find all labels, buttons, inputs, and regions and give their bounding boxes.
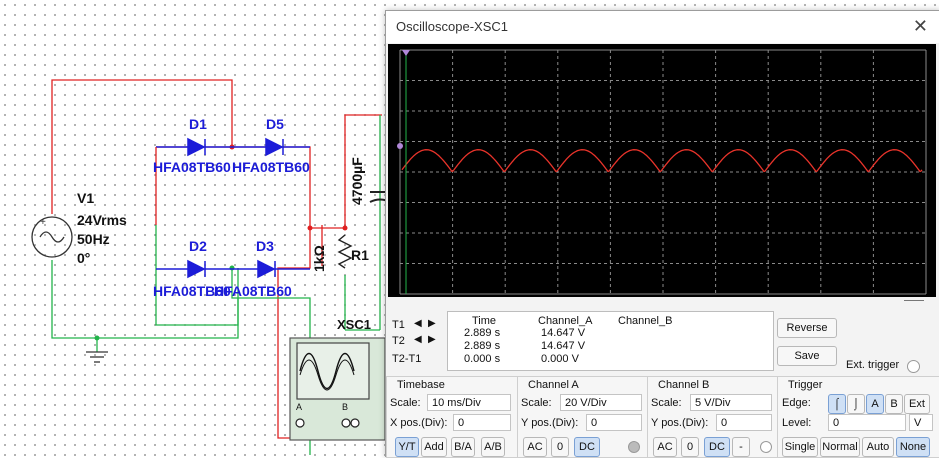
channel-a-marker	[397, 143, 403, 149]
falling-edge-icon[interactable]: ⌡	[847, 394, 865, 414]
channel-a-terminal[interactable]	[628, 441, 640, 453]
channel-b-terminal[interactable]	[760, 441, 772, 453]
ext-trigger-terminal[interactable]	[907, 360, 920, 373]
channel-a-title: Channel A	[528, 379, 579, 391]
diode-d5-name: D5	[266, 116, 284, 132]
t2-label: T2	[392, 335, 405, 347]
t1-left-arrow-icon[interactable]: ◀	[414, 318, 422, 329]
trigger-single-button[interactable]: Single	[782, 437, 818, 457]
t2-t1-channel-a: 0.000 V	[541, 353, 579, 365]
channel-a-ypos-label: Y pos.(Div):	[521, 417, 579, 429]
waveform-display	[397, 49, 927, 295]
channel-a-scale-field[interactable]: 20 V/Div	[560, 394, 642, 411]
trigger-none-button[interactable]: None	[896, 437, 930, 457]
close-icon[interactable]: ✕	[912, 16, 928, 36]
oscilloscope-screen[interactable]	[388, 44, 936, 297]
source-frequency: 50Hz	[77, 231, 110, 247]
timebase-panel: Timebase Scale: 10 ms/Div X pos.(Div): 0…	[386, 376, 519, 458]
header-channel-b: Channel_B	[618, 315, 673, 327]
mode-add-button[interactable]: Add	[421, 437, 447, 457]
timebase-scale-label: Scale:	[390, 397, 421, 409]
trigger-normal-button[interactable]: Normal	[820, 437, 860, 457]
t1-label: T1	[392, 319, 405, 331]
mode-yt-button[interactable]: Y/T	[395, 437, 419, 457]
t1-channel-a: 14.647 V	[541, 327, 586, 339]
oscilloscope-titlebar[interactable]: Oscilloscope-XSC1 ✕	[386, 11, 939, 43]
channel-b-panel: Channel B Scale: 5 V/Div Y pos.(Div): 0 …	[647, 376, 779, 458]
t2-left-arrow-icon[interactable]: ◀	[414, 334, 422, 345]
t2-time: 2.889 s	[464, 340, 501, 352]
channel-b-minus-button[interactable]: -	[732, 437, 750, 457]
trigger-source-b-button[interactable]: B	[885, 394, 903, 414]
diode-d1-name: D1	[189, 116, 207, 132]
channel-a-ypos-field[interactable]: 0	[586, 414, 642, 431]
channel-b-dc-button[interactable]: DC	[704, 437, 730, 457]
channel-a-panel: Channel A Scale: 20 V/Div Y pos.(Div): 0…	[517, 376, 649, 458]
diode-d2-name: D2	[189, 238, 207, 254]
resistor-name: R1	[351, 247, 369, 263]
capacitor-value: 4700µF	[349, 157, 365, 205]
trigger-source-ext-button[interactable]: Ext	[904, 394, 930, 414]
diode-d2-model: HFA08TB60	[153, 283, 231, 299]
channel-b-title: Channel B	[658, 379, 710, 391]
t1-time: 2.889 s	[464, 327, 501, 339]
scope-port-a-label: A	[296, 402, 303, 412]
channel-a-scale-label: Scale:	[521, 397, 552, 409]
cursor-readout: Time Channel_A Channel_B 2.889 s 14.647 …	[447, 311, 774, 371]
source-voltage: 24Vrms	[77, 212, 127, 228]
source-phase: 0°	[77, 250, 91, 266]
t2-channel-a: 14.647 V	[541, 340, 586, 352]
source-name: V1	[77, 190, 95, 206]
trigger-title: Trigger	[788, 379, 823, 391]
svg-text:+: +	[40, 217, 46, 228]
window-title: Oscilloscope-XSC1	[396, 19, 508, 34]
header-time: Time	[472, 315, 497, 327]
resize-grip[interactable]	[904, 300, 924, 301]
trigger-level-unit[interactable]: V	[909, 414, 933, 431]
t2-t1-time: 0.000 s	[464, 353, 501, 365]
channel-b-scale-label: Scale:	[651, 397, 682, 409]
save-button[interactable]: Save	[777, 346, 837, 366]
trigger-level-label: Level:	[782, 417, 812, 429]
channel-a-ac-button[interactable]: AC	[523, 437, 547, 457]
scope-port-b-label: B	[342, 402, 349, 412]
oscilloscope-window: Oscilloscope-XSC1 ✕ T1 T2 T2-T1 ◀ ▶ ◀ ▶ …	[385, 10, 939, 458]
trigger-source-a-button[interactable]: A	[866, 394, 884, 414]
t2-right-arrow-icon[interactable]: ▶	[428, 334, 436, 345]
channel-b-scale-field[interactable]: 5 V/Div	[690, 394, 772, 411]
header-channel-a: Channel_A	[538, 315, 593, 327]
channel-a-trace	[401, 149, 923, 173]
channel-a-dc-button[interactable]: DC	[574, 437, 600, 457]
timebase-scale-field[interactable]: 10 ms/Div	[427, 394, 511, 411]
rising-edge-icon[interactable]: ⌠	[828, 394, 846, 414]
trigger-edge-label: Edge:	[782, 397, 811, 409]
timebase-xpos-label: X pos.(Div):	[390, 417, 448, 429]
t2-t1-label: T2-T1	[392, 353, 422, 365]
trigger-auto-button[interactable]: Auto	[862, 437, 894, 457]
resistor-value: 1kΩ	[311, 245, 327, 272]
timebase-xpos-field[interactable]: 0	[453, 414, 511, 431]
mode-ab-button[interactable]: A/B	[481, 437, 505, 457]
diode-d3-name: D3	[256, 238, 274, 254]
mode-ba-button[interactable]: B/A	[451, 437, 475, 457]
diode-d5-model: HFA08TB60	[232, 159, 310, 175]
trigger-level-field[interactable]: 0	[828, 414, 906, 431]
cursor-marker-icon	[402, 50, 410, 56]
trigger-panel: Trigger Edge: ⌠ ⌡ A B Ext Level: 0 V Sin…	[777, 376, 939, 458]
diode-d3-model: HFA08TB60	[214, 283, 292, 299]
channel-a-zero-button[interactable]: 0	[551, 437, 569, 457]
channel-b-ypos-label: Y pos.(Div):	[651, 417, 709, 429]
reverse-button[interactable]: Reverse	[777, 318, 837, 338]
t1-right-arrow-icon[interactable]: ▶	[428, 318, 436, 329]
channel-b-zero-button[interactable]: 0	[681, 437, 699, 457]
ext-trigger-label: Ext. trigger	[846, 359, 900, 371]
channel-b-ypos-field[interactable]: 0	[716, 414, 772, 431]
diode-d1-model: HFA08TB60	[153, 159, 231, 175]
scope-ref-label: XSC1	[337, 317, 371, 332]
timebase-title: Timebase	[397, 379, 445, 391]
channel-b-ac-button[interactable]: AC	[653, 437, 677, 457]
